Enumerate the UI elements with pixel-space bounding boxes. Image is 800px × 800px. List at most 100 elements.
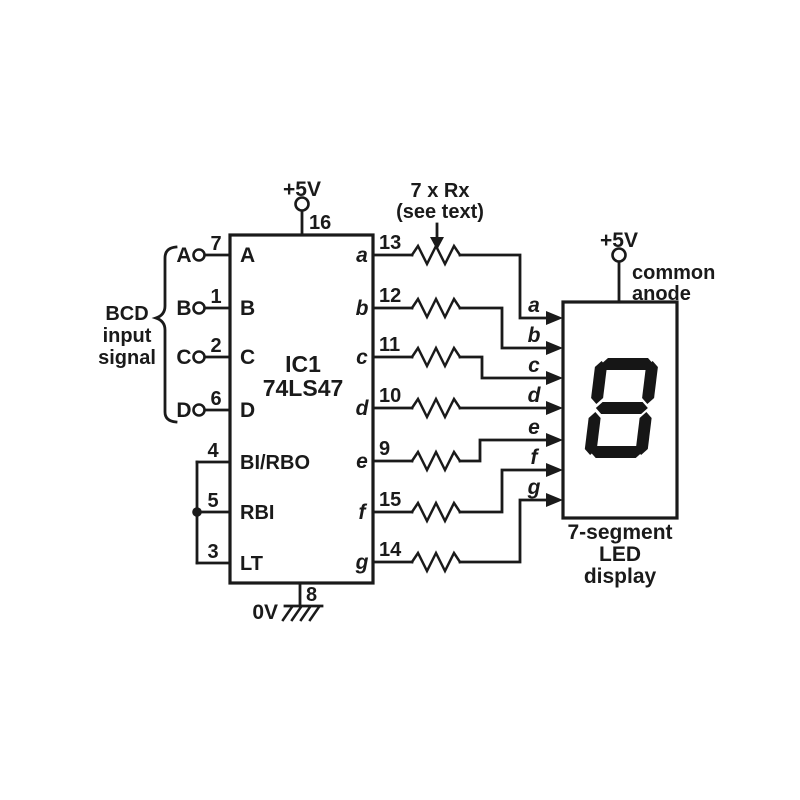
display-input-label-d: d — [528, 384, 542, 407]
bcd-label-line1: BCD — [105, 303, 148, 325]
ground-symbol — [281, 604, 324, 622]
control-pin-label-birbo: 4 — [207, 440, 219, 462]
ic-pin-name-birbo: BI/RBO — [240, 452, 310, 474]
route-wire-a — [458, 253, 550, 320]
display-vcc-terminal — [611, 247, 627, 263]
segment-e — [584, 412, 601, 455]
ic-pin-name-b: b — [356, 297, 369, 320]
route-wire-b — [458, 306, 550, 350]
route-wire-c — [458, 355, 550, 380]
resistor-c — [410, 345, 462, 369]
segment-a — [601, 358, 654, 370]
display-caption-line3: display — [584, 565, 657, 588]
ic-pin-name-a: a — [356, 244, 368, 267]
bcd-label-line2: input — [103, 325, 152, 347]
resistor-note-group: 7 x Rx (see text) — [396, 180, 484, 250]
resistor-note-line1: 7 x Rx — [411, 180, 470, 202]
input-pin-label-D: 6 — [210, 388, 221, 410]
display-input-label-b: b — [528, 324, 541, 347]
display-input-label-c: c — [528, 354, 540, 377]
input-terminal-C — [192, 350, 206, 364]
output-pin-label-e: 9 — [379, 438, 390, 460]
display-caption-line2: LED — [599, 543, 641, 566]
display-arrow-e — [546, 433, 563, 447]
display-vcc-label: +5V — [600, 229, 638, 252]
segment-d — [590, 446, 643, 458]
output-pin-label-g: 14 — [379, 539, 402, 561]
ic-pin-name-c: c — [356, 346, 368, 369]
input-row-D: D 6 D — [176, 388, 255, 422]
bcd-input-group: BCD input signal — [98, 245, 178, 424]
output-pin-label-d: 10 — [379, 385, 401, 407]
resistor-note-line2: (see text) — [396, 201, 484, 223]
output-pin-label-a: 13 — [379, 232, 401, 254]
resistor-note-arrowhead — [430, 237, 444, 250]
input-terminal-label-A: A — [176, 244, 191, 267]
display-input-label-e: e — [528, 416, 540, 439]
output-row-c: c 11 c — [356, 334, 563, 385]
ground-hatch — [281, 605, 294, 622]
resistor-g — [410, 550, 462, 574]
output-pin-label-f: 15 — [379, 489, 401, 511]
ground-hatch — [290, 605, 303, 622]
display-arrow-c — [546, 371, 563, 385]
output-row-d: d 10 d — [356, 384, 563, 420]
ic-vcc-label: +5V — [283, 178, 321, 201]
control-pin-label-lt: 3 — [207, 541, 218, 563]
route-wire-e — [458, 438, 550, 463]
common-anode-line1: common — [632, 262, 715, 284]
common-anode-line2: anode — [632, 283, 691, 305]
ic-part-label: 74LS47 — [263, 375, 344, 401]
resistor-b — [410, 296, 462, 320]
display-arrow-a — [546, 311, 563, 325]
ic-pin-name-B: B — [240, 297, 255, 320]
input-terminal-A — [192, 248, 206, 262]
input-terminal-label-C: C — [176, 346, 191, 369]
ic-vcc-terminal — [294, 196, 310, 212]
ic-pin-name-A: A — [240, 244, 255, 267]
display-input-label-g: g — [527, 476, 541, 499]
resistor-e — [410, 449, 462, 473]
input-pin-label-B: 1 — [210, 286, 221, 308]
ic-pin-name-D: D — [240, 399, 255, 422]
display-arrow-d — [546, 401, 563, 415]
ic-pin-name-f: f — [359, 501, 368, 524]
segment-c — [635, 412, 652, 455]
input-pin-label-C: 2 — [210, 335, 221, 357]
output-row-a: a 13 a — [356, 232, 563, 325]
output-pin-label-b: 12 — [379, 285, 401, 307]
ic-pin-name-d: d — [356, 397, 370, 420]
route-wire-f — [458, 468, 550, 514]
display-input-label-f: f — [531, 446, 540, 469]
ic-gnd-label: 0V — [252, 601, 278, 624]
seven-segment-digit-8 — [584, 358, 658, 458]
resistor-a — [410, 243, 462, 267]
display-caption-line1: 7-segment — [567, 521, 672, 544]
display-power-group: +5V common anode — [600, 229, 715, 305]
input-row-C: C 2 C — [176, 335, 255, 369]
ground-hatch — [299, 605, 312, 622]
ic-gnd-pin-label: 8 — [306, 584, 317, 606]
ic-ref-label: IC1 — [285, 351, 321, 377]
display-input-label-a: a — [528, 294, 540, 317]
output-row-e: e 9 e — [356, 416, 563, 473]
display-arrow-g — [546, 493, 563, 507]
input-terminal-D — [192, 403, 206, 417]
output-row-b: b 12 b — [356, 285, 563, 355]
ic-body — [228, 233, 375, 585]
ic-pin-name-lt: LT — [240, 553, 263, 575]
input-terminal-label-D: D — [176, 399, 191, 422]
output-row-f: f 15 f — [359, 446, 563, 524]
bcd-brace — [151, 245, 178, 424]
resistor-f — [410, 500, 462, 524]
display-arrow-f — [546, 463, 563, 477]
input-row-A: A 7 A — [176, 233, 255, 267]
input-row-B: B 1 B — [176, 286, 255, 320]
input-terminal-label-B: B — [176, 297, 191, 320]
output-row-g: g 14 g — [355, 476, 563, 574]
ground-hatch — [308, 605, 321, 622]
route-wire-g — [458, 498, 550, 564]
input-terminal-B — [192, 301, 206, 315]
display-arrow-b — [546, 341, 563, 355]
